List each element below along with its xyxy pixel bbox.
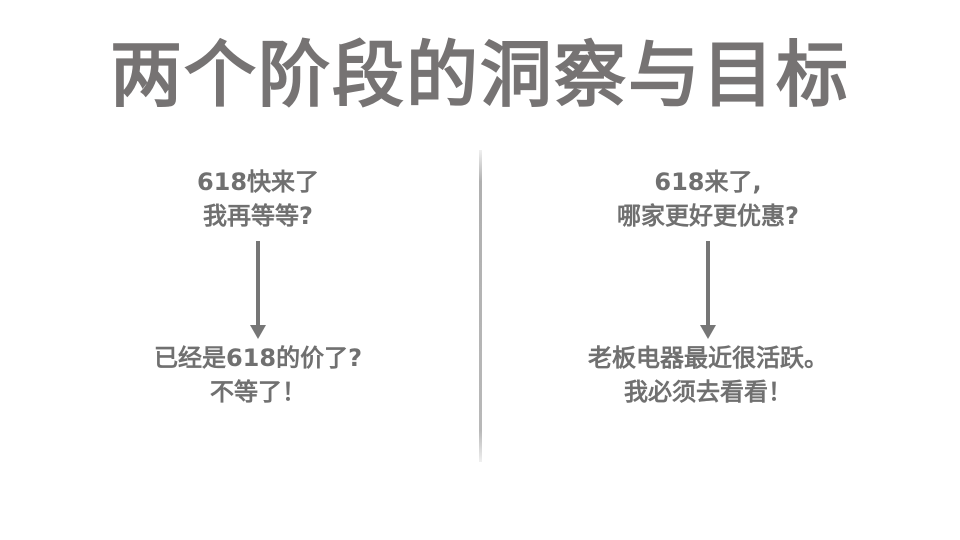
stage-two-before-line-1: 618来了, [654, 168, 762, 196]
stage-two-after-line-1: 老板电器最近很活跃。 [588, 344, 828, 372]
stage-one-after-line-1: 已经是618的价了? [153, 344, 363, 372]
stage-two-before-line-2: 哪家更好更优惠? [617, 202, 799, 230]
stage-two-after-line-2: 我必须去看看！ [624, 378, 792, 406]
vertical-divider [479, 150, 482, 462]
stage-two-column: 618来了, 哪家更好更优惠? 老板电器最近很活跃。 我必须去看看！ [558, 165, 858, 406]
stage-one-after-line-2: 不等了！ [210, 378, 306, 406]
stage-one-before-line-1: 618快来了 [196, 168, 320, 196]
stage-one-column: 618快来了 我再等等? 已经是618的价了? 不等了！ [108, 165, 408, 406]
page-title: 两个阶段的洞察与目标 [109, 33, 850, 117]
arrow-down-icon [250, 241, 266, 339]
arrow-down-icon [700, 241, 716, 339]
stage-one-before-line-2: 我再等等? [203, 202, 313, 230]
